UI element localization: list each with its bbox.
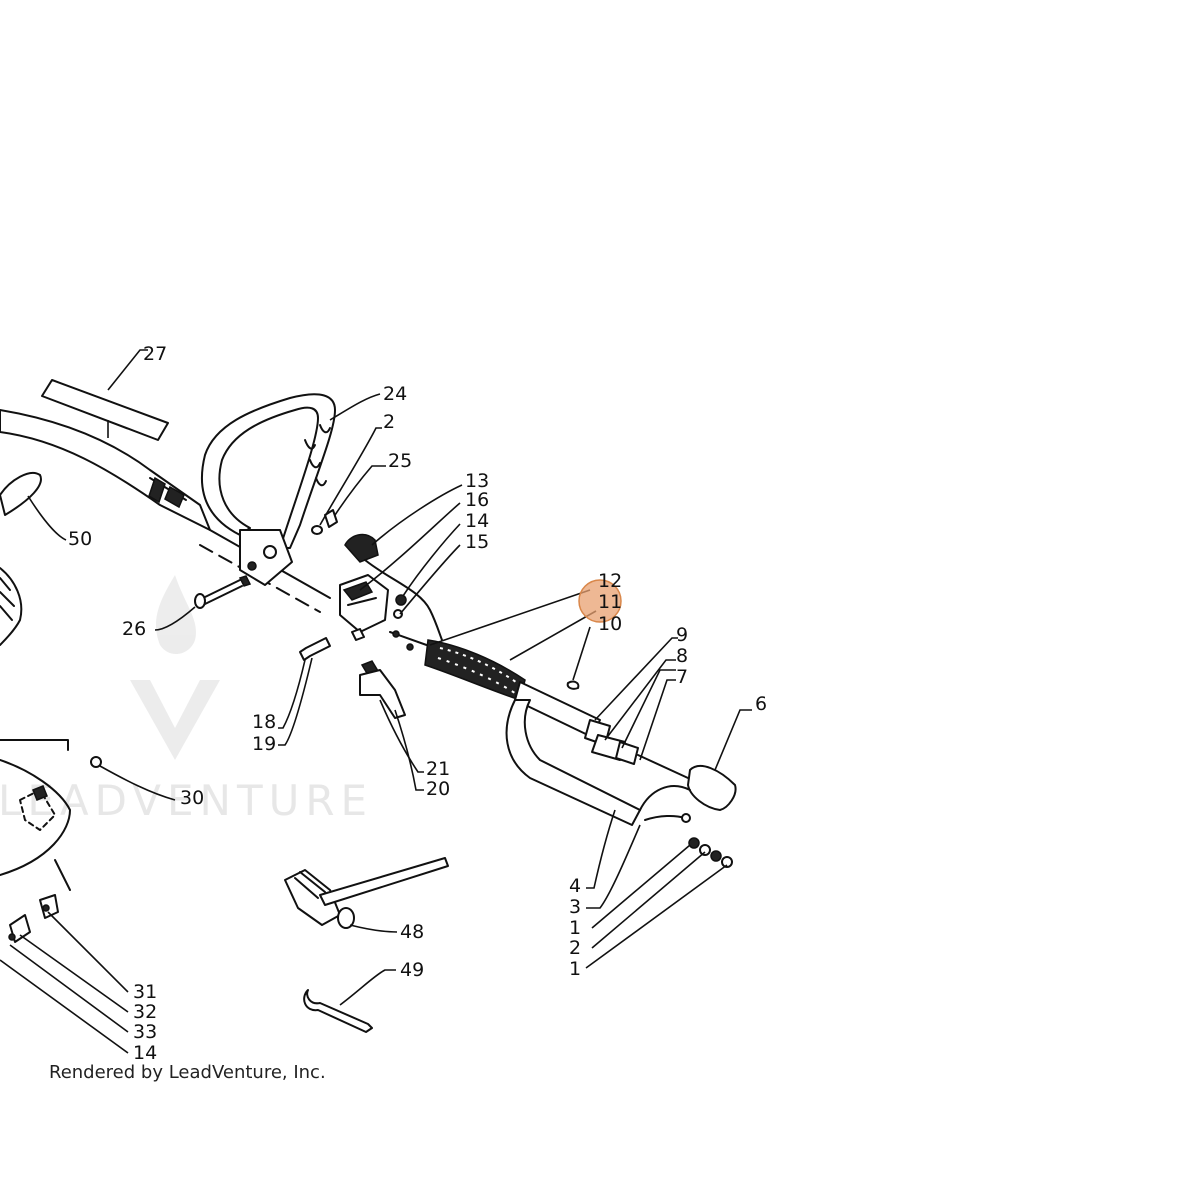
watermark-text: LEADVENTURE bbox=[0, 776, 373, 825]
part-label-2-lower: 2 bbox=[569, 937, 581, 959]
part-label-10: 10 bbox=[598, 613, 622, 635]
part-label-48: 48 bbox=[400, 921, 424, 943]
part-26-bolt bbox=[154, 575, 252, 631]
part-24-handle bbox=[200, 393, 381, 586]
part-label-2: 2 bbox=[383, 411, 395, 433]
part-label-1: 1 bbox=[569, 917, 581, 939]
part-label-31: 31 bbox=[133, 981, 157, 1003]
throttle-housing bbox=[339, 484, 463, 641]
part-label-26: 26 bbox=[122, 618, 146, 640]
part-label-27: 27 bbox=[143, 343, 167, 365]
part-label-15: 15 bbox=[465, 531, 489, 553]
part-48-wrench bbox=[284, 857, 449, 933]
nuts bbox=[688, 837, 733, 868]
part-30-screw bbox=[90, 756, 176, 801]
parts-2-25 bbox=[311, 427, 386, 535]
part-label-21: 21 bbox=[426, 758, 450, 780]
part-label-30: 30 bbox=[180, 787, 204, 809]
part-label-12: 12 bbox=[598, 570, 622, 592]
part-label-33: 33 bbox=[133, 1021, 157, 1043]
part-label-20: 20 bbox=[426, 778, 450, 800]
part-label-14-lower: 14 bbox=[133, 1042, 157, 1064]
highlight-part-11 bbox=[578, 579, 622, 623]
part-label-18: 18 bbox=[252, 711, 276, 733]
upper-shaft bbox=[0, 409, 331, 613]
part-label-25: 25 bbox=[388, 450, 412, 472]
part-label-9: 9 bbox=[676, 624, 688, 646]
part-label-49: 49 bbox=[400, 959, 424, 981]
part-label-32: 32 bbox=[133, 1001, 157, 1023]
lower-shaft bbox=[505, 699, 733, 969]
decal-27 bbox=[41, 349, 169, 441]
part-label-11: 11 bbox=[598, 591, 622, 613]
part-label-13: 13 bbox=[465, 470, 489, 492]
part-label-6: 6 bbox=[755, 693, 767, 715]
watermark: LEADVENTURE bbox=[0, 575, 373, 825]
part-label-7: 7 bbox=[676, 666, 688, 688]
part-49-wrench bbox=[303, 969, 396, 1033]
part-labels: 27 24 2 25 50 13 16 14 15 12 11 10 9 8 7… bbox=[68, 343, 767, 1064]
parts-20-21 bbox=[359, 660, 424, 791]
part-label-1-lower: 1 bbox=[569, 958, 581, 980]
engine-edge bbox=[0, 567, 71, 891]
part-50-knob bbox=[0, 472, 67, 541]
part-label-16: 16 bbox=[465, 489, 489, 511]
parts-6-9 bbox=[584, 637, 752, 811]
part-label-50: 50 bbox=[68, 528, 92, 550]
parts-31-33 bbox=[0, 894, 129, 1054]
part-label-14: 14 bbox=[465, 510, 489, 532]
grip-assembly bbox=[389, 589, 601, 738]
render-credit: Rendered by LeadVenture, Inc. bbox=[49, 1062, 326, 1083]
watermark-logo-icon bbox=[130, 575, 220, 760]
parts-18-19 bbox=[278, 628, 365, 746]
part-label-3: 3 bbox=[569, 896, 581, 918]
part-label-24: 24 bbox=[383, 383, 407, 405]
part-label-8: 8 bbox=[676, 645, 688, 667]
part-label-4: 4 bbox=[569, 875, 581, 897]
part-label-19: 19 bbox=[252, 733, 276, 755]
